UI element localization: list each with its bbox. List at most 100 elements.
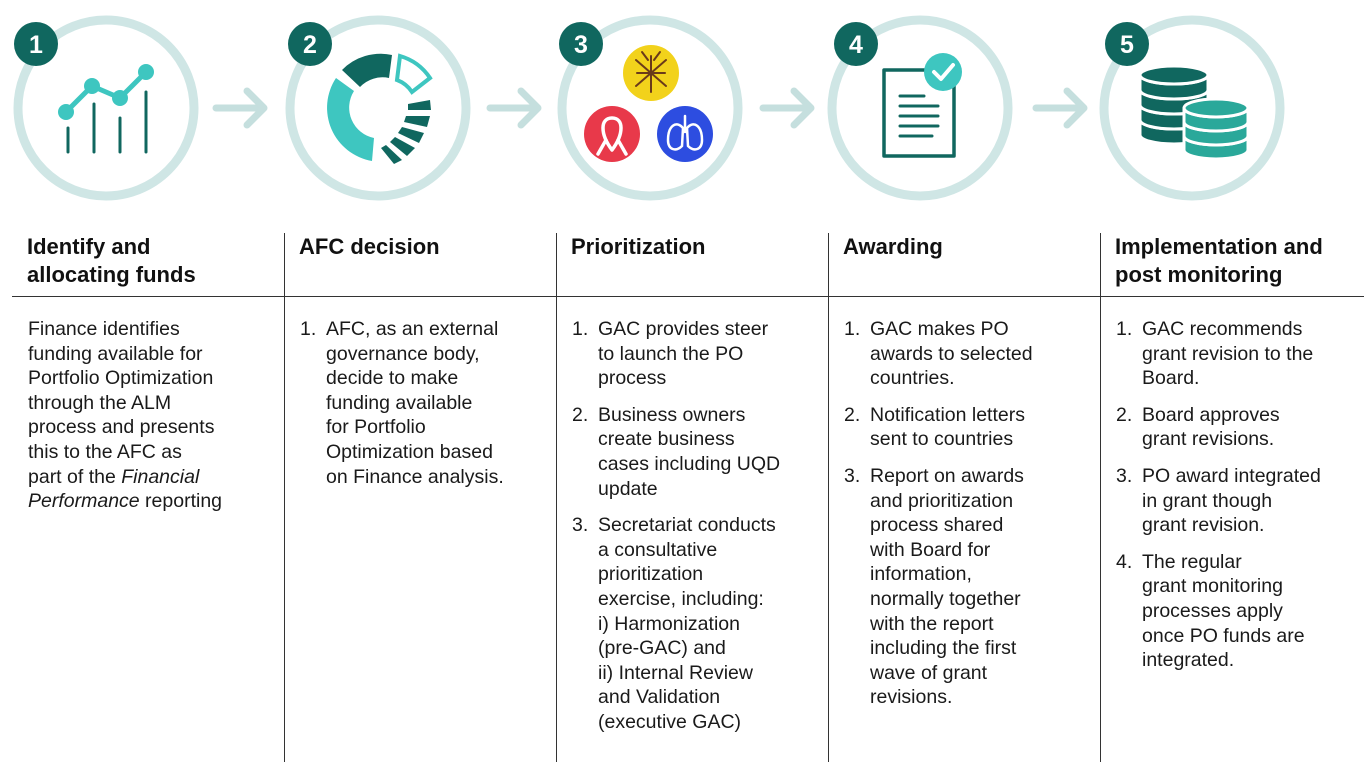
list-item-line: and prioritization (870, 489, 1014, 512)
step-5-badge (1105, 22, 1149, 66)
arrow-1-to-2-icon (212, 87, 268, 129)
description-italic-text: Financial (121, 465, 200, 488)
step-5-title: Implementation and post monitoring (1115, 233, 1323, 289)
step-3-title-line: Prioritization (571, 234, 706, 259)
column-divider (828, 233, 829, 762)
list-item-number: 1. (572, 318, 589, 340)
list-item-line: ii) Internal Review (598, 661, 753, 684)
column-divider (284, 233, 285, 762)
list-item-line: information, (870, 563, 972, 586)
list-item-line: (pre-GAC) and (598, 637, 726, 660)
description-line: this to the AFC as (28, 440, 182, 463)
step-1-description: Finance identifies funding available for… (28, 317, 278, 514)
step-2-icon-group: 2 (285, 15, 471, 201)
list-item-line: cases including UQD (598, 452, 781, 475)
mosquito-icon (623, 45, 679, 101)
description-line: Finance identifies (28, 318, 180, 340)
diseases-icon (584, 45, 713, 162)
coin-stacks-icon (1138, 64, 1250, 161)
list-item-line: sent to countries (870, 428, 1014, 451)
ribbon-icon (584, 106, 640, 162)
process-icons-row: 1 2 (13, 15, 1285, 201)
step-3-title: Prioritization (571, 233, 705, 261)
list-item-line: normally together (870, 587, 1021, 610)
step-5-title-line: Implementation and (1115, 234, 1323, 259)
column-divider (556, 233, 557, 762)
list-item-number: 3. (572, 514, 589, 537)
step-4-title: Awarding (843, 233, 943, 261)
list-item-line: GAC provides steer (598, 318, 769, 340)
list-item-line: Optimization based (326, 440, 493, 463)
step-1-title: Identify and allocating funds (27, 233, 196, 289)
arrow-2-to-3-icon (486, 87, 542, 129)
description-line: part of the Financial (28, 465, 278, 490)
list-item-line: Board. (1142, 367, 1200, 390)
list-item-number: 1. (300, 318, 317, 340)
description-line: process and presents (28, 416, 215, 439)
list-item-line: funding available (326, 391, 473, 414)
donut-chart-icon (327, 53, 433, 164)
list-item-line: wave of grant (870, 661, 988, 684)
list-item-line: grant revision. (1142, 514, 1265, 537)
list-item-line: revisions. (870, 686, 953, 709)
step-5-icon-group: 5 (1099, 15, 1285, 201)
description-line: Portfolio Optimization (28, 367, 214, 390)
step-2-number: 2 (303, 31, 317, 59)
list-item-line: once PO funds are (1142, 624, 1305, 647)
list-item-line: (executive GAC) (598, 710, 742, 733)
list-item-line: on Finance analysis. (326, 465, 504, 488)
list-item-line: process shared (870, 514, 1004, 537)
step-2-title-line: AFC decision (299, 234, 440, 259)
header-divider (12, 296, 1364, 297)
list-item-line: with Board for (870, 538, 991, 561)
list-item-line: in grant though (1142, 489, 1273, 512)
step-3-badge (559, 22, 603, 66)
step-4-icon-group: 4 (827, 15, 1013, 201)
step-4-title-line: Awarding (843, 234, 943, 259)
step-1-number: 1 (29, 31, 43, 59)
list-item-line: GAC makes PO (870, 318, 1009, 340)
list-item-line: Notification letters (870, 403, 1025, 426)
list-item-line: governance body, (326, 342, 480, 365)
description-line: funding available for (28, 342, 203, 365)
list-item-line: and Validation (598, 686, 721, 709)
list-item-line: grant revisions. (1142, 428, 1275, 451)
column-divider (1100, 233, 1101, 762)
arrow-4-to-5-icon (1032, 87, 1088, 129)
list-item-line: with the report (870, 612, 994, 635)
list-item-line: Board approves (1142, 403, 1280, 426)
list-item-line: GAC recommends (1142, 318, 1303, 340)
list-item-line: decide to make (326, 367, 459, 390)
lungs-icon (657, 106, 713, 162)
list-item-line: countries. (870, 367, 955, 390)
list-item-number: 2. (844, 403, 861, 426)
list-item-line: grant monitoring (1142, 575, 1283, 598)
list-item-number: 3. (1116, 464, 1133, 487)
step-2-title: AFC decision (299, 233, 440, 261)
list-item-number: 4. (1116, 550, 1133, 573)
list-item-line: prioritization (598, 563, 704, 586)
step-3-icon-group: 3 (557, 15, 743, 201)
list-item-line: for Portfolio (326, 416, 426, 439)
step-1-title-line: Identify and (27, 234, 151, 259)
list-item-line: i) Harmonization (598, 612, 740, 635)
list-item-number: 2. (572, 403, 589, 426)
step-2-badge (288, 22, 332, 66)
list-item-line: including the first (870, 637, 1017, 660)
step-5-title-line: post monitoring (1115, 262, 1283, 287)
list-item-line: grant revision to the (1142, 342, 1314, 365)
list-item-line: PO award integrated (1142, 464, 1321, 487)
